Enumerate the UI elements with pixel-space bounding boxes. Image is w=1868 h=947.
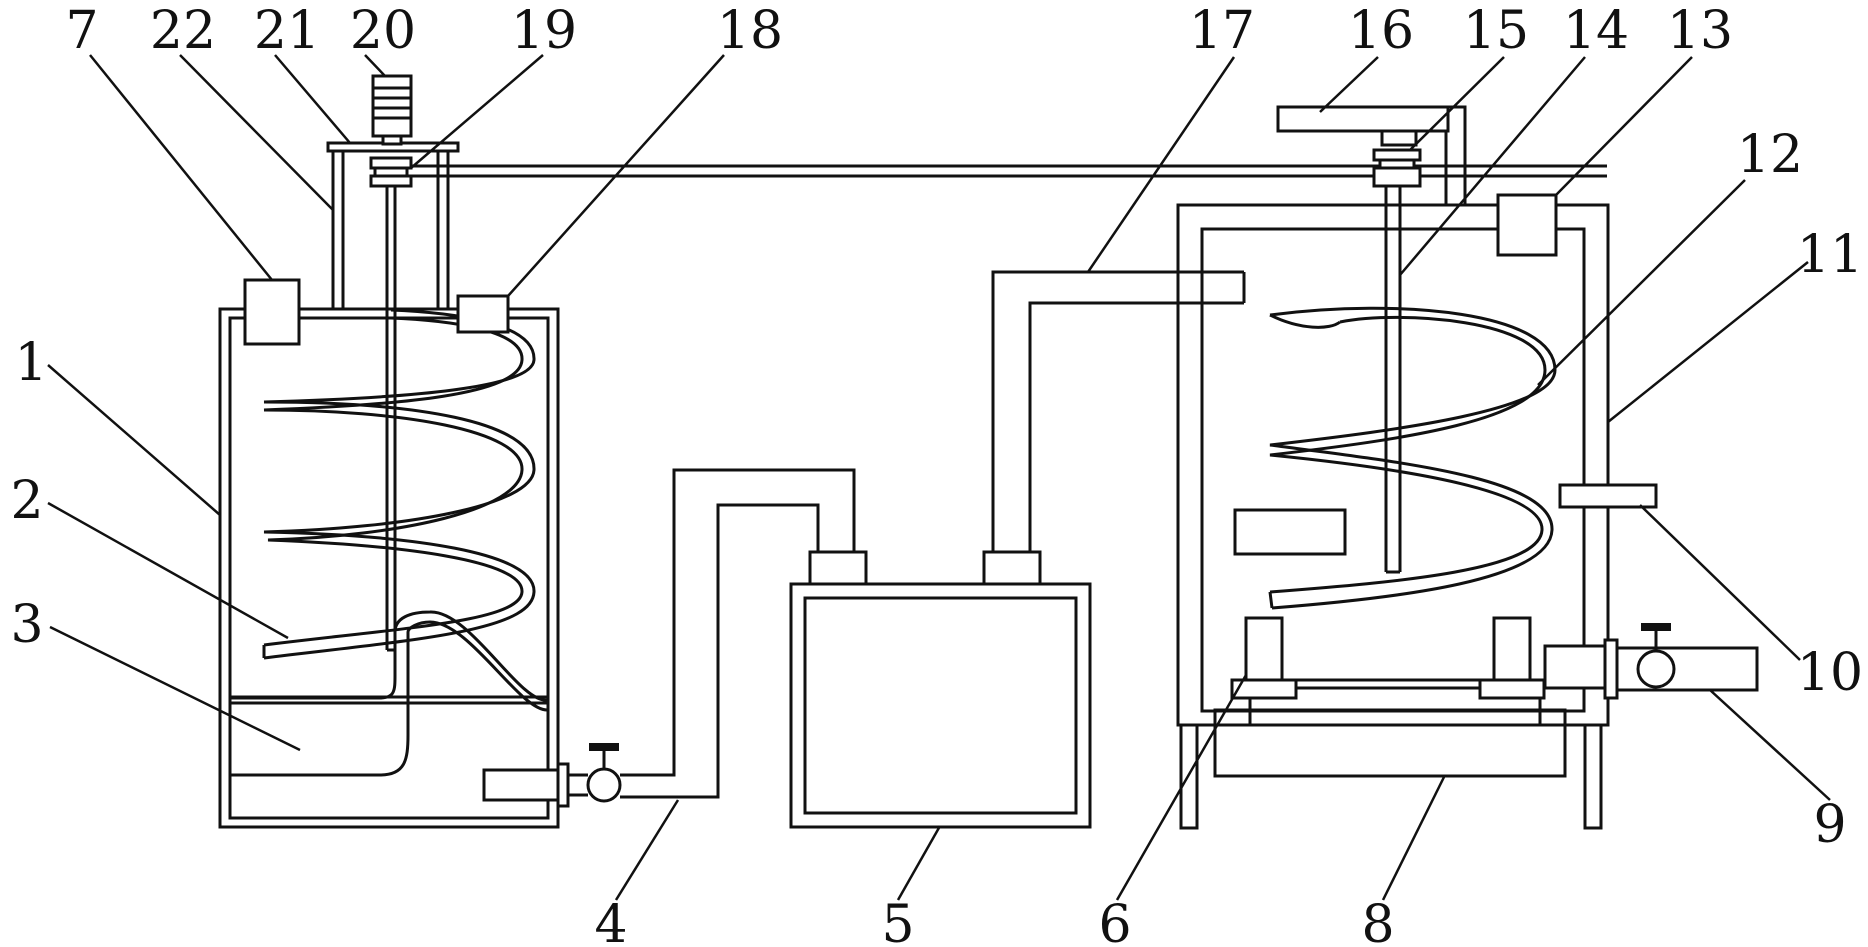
left-tank: [218, 307, 560, 829]
number-labels: 1 2 3 4 5 6 7 8 9 10 11 12 13 14 15 16 1…: [10, 1, 1863, 947]
label-9: 9: [1813, 795, 1846, 855]
label-10: 10: [1797, 643, 1863, 703]
left-pulley: [369, 156, 413, 188]
label-12: 12: [1737, 125, 1803, 185]
label-22: 22: [150, 1, 216, 61]
leader-lines: [47, 54, 1831, 901]
label-19: 19: [511, 1, 577, 61]
drive-belt: [411, 164, 1607, 178]
right-shaft: [1384, 186, 1402, 574]
label-14: 14: [1563, 1, 1629, 61]
right-side-box: [1233, 508, 1347, 556]
label-2: 2: [10, 471, 43, 531]
label-5: 5: [881, 895, 914, 947]
left-top-box-7: [243, 278, 301, 346]
left-helical-blade: [262, 308, 536, 660]
label-16: 16: [1348, 1, 1414, 61]
left-top-box-18: [456, 294, 510, 334]
label-18: 18: [717, 1, 783, 61]
pipe-4: [620, 468, 856, 799]
label-1: 1: [14, 333, 47, 393]
label-4: 4: [594, 895, 627, 947]
label-17: 17: [1189, 1, 1255, 61]
label-7: 7: [65, 1, 98, 61]
right-bracket-10: [1558, 483, 1658, 509]
right-helical-blade: [1268, 306, 1557, 610]
label-21: 21: [254, 1, 320, 61]
left-outlet-flange: [556, 762, 570, 808]
label-13: 13: [1667, 1, 1733, 61]
label-8: 8: [1361, 895, 1394, 947]
right-outlet-pipe: [1543, 623, 1759, 700]
right-top-box-13: [1496, 193, 1558, 257]
label-15: 15: [1463, 1, 1529, 61]
central-box: [789, 550, 1092, 829]
right-base-tray: [1213, 708, 1567, 778]
left-bottom-chute: [228, 610, 549, 777]
label-20: 20: [350, 1, 416, 61]
right-supports: [1230, 616, 1546, 700]
right-legs: [1179, 723, 1603, 830]
label-6: 6: [1098, 895, 1131, 947]
right-drive-bracket: [1276, 105, 1467, 205]
pipe-17: [991, 270, 1246, 552]
label-3: 3: [10, 595, 43, 655]
motor: [371, 74, 413, 146]
label-11: 11: [1797, 225, 1863, 285]
left-outlet-stub: [482, 768, 562, 802]
right-pulley: [1372, 129, 1422, 188]
left-valve: [568, 743, 622, 803]
